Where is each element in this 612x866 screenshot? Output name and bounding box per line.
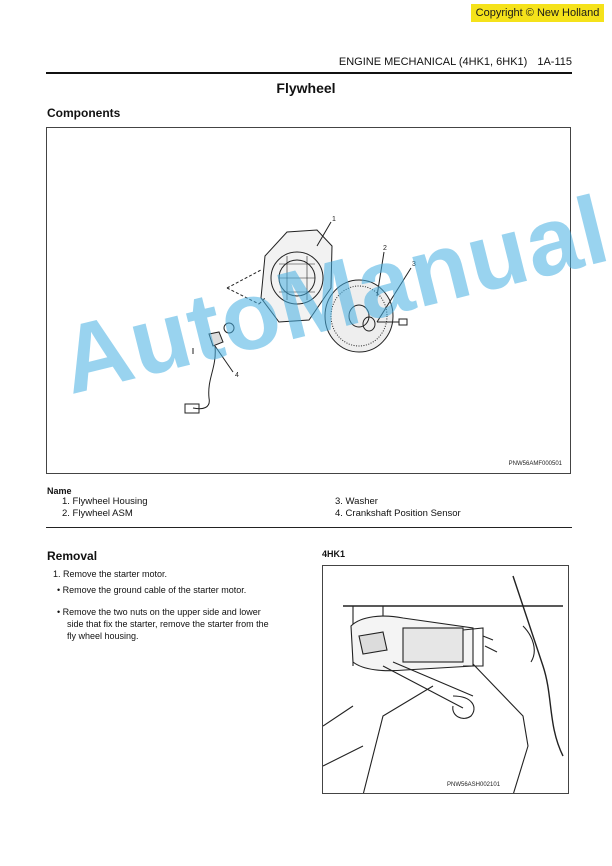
- bullet-2-line3: fly wheel housing.: [67, 631, 139, 641]
- section-title: ENGINE MECHANICAL (4HK1, 6HK1): [338, 56, 528, 68]
- bullet-1: • Remove the ground cable of the starter…: [57, 585, 247, 595]
- removal-heading: Removal: [47, 549, 98, 563]
- name-heading: Name: [47, 486, 72, 496]
- copyright-badge: Copyright © New Holland: [471, 4, 604, 22]
- part-3: 3. Washer: [335, 496, 378, 507]
- components-figure: 1 2 3 4 PNW56AMF000501: [46, 127, 571, 474]
- starter-motor-illustration: PNW56ASH002101: [323, 575, 564, 793]
- section-rule: [46, 527, 572, 528]
- page-number: 1A-115: [537, 56, 572, 68]
- engine-label: 4HK1: [322, 549, 346, 559]
- components-heading: Components: [47, 106, 121, 120]
- step-1: 1. Remove the starter motor.: [53, 569, 168, 579]
- callout-2: 2: [383, 245, 387, 252]
- part-4: 4. Crankshaft Position Sensor: [335, 508, 461, 519]
- starter-figure: PNW56ASH002101: [322, 565, 569, 794]
- callout-3: 3: [412, 261, 416, 268]
- flywheel-asm-shape: [324, 279, 394, 353]
- bullet-2-line2: side that fix the starter, remove the st…: [67, 619, 269, 629]
- crank-sensor-shape: [208, 331, 224, 347]
- callout-4: 4: [235, 372, 239, 379]
- figure-code: PNW56AMF000501: [508, 461, 562, 467]
- part-2: 2. Flywheel ASM: [62, 508, 133, 519]
- bullet-2-line1: • Remove the two nuts on the upper side …: [57, 607, 261, 617]
- exploded-flywheel-illustration: 1 2 3 4: [184, 216, 416, 414]
- figure-code-2: PNW56ASH002101: [447, 782, 501, 788]
- part-1: 1. Flywheel Housing: [62, 496, 148, 507]
- washer-shape: [362, 316, 376, 332]
- header-rule: [46, 72, 572, 74]
- flywheel-housing-shape: [260, 229, 333, 323]
- page-title: Flywheel: [276, 80, 336, 96]
- running-header: ENGINE MECHANICAL (4HK1, 6HK1) 1A-115: [339, 56, 572, 68]
- callout-1: 1: [332, 216, 336, 223]
